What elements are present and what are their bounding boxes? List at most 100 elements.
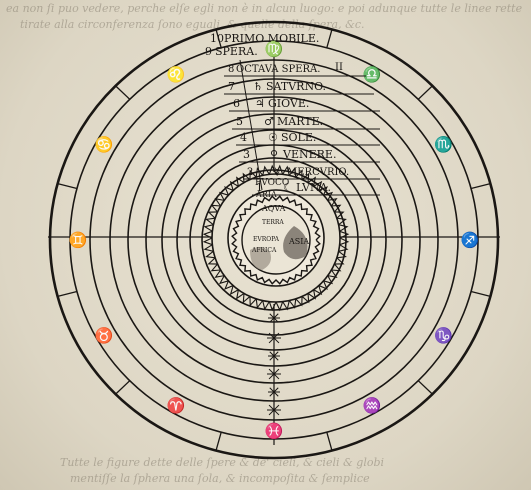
zodiac-sign: ♊	[69, 231, 88, 249]
flame-ray	[295, 169, 303, 180]
flame-ray	[229, 285, 239, 296]
sphere-name: SATVRNO.	[266, 80, 326, 93]
sphere-number: 4	[240, 131, 247, 144]
flame-ray	[295, 296, 303, 307]
sphere-name: OCTAVA SPERA.	[236, 64, 320, 75]
zodiac-divider	[326, 432, 333, 451]
flame-ray	[288, 167, 297, 178]
flame-ray	[338, 244, 349, 252]
zodiac-divider	[215, 432, 222, 451]
flame-ray	[313, 285, 323, 296]
flame-ray	[323, 191, 334, 201]
zodiac-sign: ♎	[363, 66, 382, 84]
planet-symbol: ☾	[283, 181, 293, 194]
zodiac-sign: ♑	[434, 327, 453, 345]
flame-ray	[301, 172, 310, 183]
zodiac-sign: ♍	[265, 40, 284, 58]
flame-ray	[210, 204, 221, 213]
fire-label: FVOCO	[255, 178, 289, 188]
flame-ray	[218, 275, 229, 285]
flame-ray	[205, 250, 216, 259]
flame-ray	[249, 169, 257, 180]
flame-ray	[275, 164, 284, 175]
planet-symbol: ☉	[268, 131, 278, 144]
flame-ray	[307, 289, 316, 300]
flame-ray	[336, 250, 347, 259]
planet-symbol: ♄	[253, 80, 263, 93]
flame-ray	[282, 300, 290, 311]
water-waves	[231, 195, 321, 285]
flame-ray	[218, 191, 229, 201]
flame-ray	[338, 224, 349, 232]
flame-ray	[318, 186, 328, 196]
zodiac-divider	[417, 380, 433, 395]
zodiac-sign: ♏	[434, 136, 453, 154]
orbit-ring	[48, 20, 500, 460]
flame-ray	[214, 269, 225, 278]
flame-ray	[205, 217, 216, 226]
planet-symbol: ☿	[274, 167, 280, 178]
air-label: ARIA	[255, 190, 277, 199]
zodiac-divider	[326, 29, 333, 48]
flame-ray	[249, 296, 257, 307]
sphere-number: 8	[228, 64, 234, 75]
sphere-name: PRIMO MOBILE.	[224, 32, 319, 45]
bleed-through-text-3: Tutte le figure dette delle ſpere & de' …	[60, 456, 385, 469]
flame-ray	[334, 211, 345, 219]
flame-ray	[255, 167, 264, 178]
earth-label-africa: AFRICA	[251, 247, 277, 254]
flame-ray	[262, 300, 270, 311]
star-burst	[267, 367, 281, 381]
flame-ray	[282, 165, 290, 176]
flame-ray	[242, 172, 251, 183]
earth-label-evropa: EVROPA	[253, 236, 280, 243]
zodiac-divider	[470, 182, 491, 190]
zodiac-sign: ♈	[167, 396, 186, 414]
zodiac-sign: ♌	[167, 66, 186, 84]
flame-ray	[318, 280, 328, 290]
octava-mark: II	[335, 62, 343, 73]
flame-ray	[202, 237, 213, 246]
flame-ray	[214, 198, 225, 207]
planet-symbol: ♀	[270, 148, 278, 161]
zodiac-sign: ♉	[95, 327, 114, 345]
flame-ray	[331, 204, 342, 213]
zodiac-divider	[115, 380, 131, 395]
sphere-number: 5	[236, 115, 243, 128]
zodiac-sign: ♐	[461, 231, 480, 249]
flame-ray	[307, 176, 316, 187]
zodiac-divider	[215, 29, 222, 48]
zodiac-divider	[417, 85, 433, 100]
flame-ray	[229, 180, 239, 191]
sphere-name: VENERE.	[282, 148, 336, 161]
earth-label-terra: TERRA	[262, 219, 284, 226]
zodiac-sign: ♋	[95, 136, 114, 154]
fire-sphere-outline	[211, 173, 341, 303]
zodiac-sign: ♒	[363, 396, 382, 414]
planet-symbol: ♂	[264, 115, 274, 128]
flame-ray	[323, 275, 334, 285]
flame-ray	[288, 298, 297, 309]
sphere-number: 9	[205, 45, 212, 58]
bleed-through-text-1: ea non ſi puo vedere, perche elſe egli n…	[6, 2, 523, 15]
planet-symbol: ♃	[255, 97, 265, 110]
flame-ray	[301, 293, 310, 304]
flame-ray	[268, 301, 277, 312]
star-burst	[268, 386, 280, 398]
ladder-guide	[239, 59, 263, 191]
star-burst	[267, 403, 281, 417]
star-burst	[268, 312, 280, 324]
sphere-name: MERCVRIO.	[287, 167, 349, 178]
flame-ray	[268, 164, 277, 175]
flame-ray	[236, 289, 245, 300]
sphere-number: 3	[243, 148, 250, 161]
flame-ray	[207, 257, 218, 265]
sphere-name: GIOVE.	[268, 97, 309, 110]
bleed-through-text-4: mentiſſe la ſphera una ſola, & incompoſi…	[70, 472, 370, 485]
earth-label-aqva: AQVA	[261, 204, 286, 213]
sphere-number: 10	[210, 32, 224, 45]
africa-landmass	[250, 247, 271, 270]
flame-ray	[203, 224, 214, 232]
